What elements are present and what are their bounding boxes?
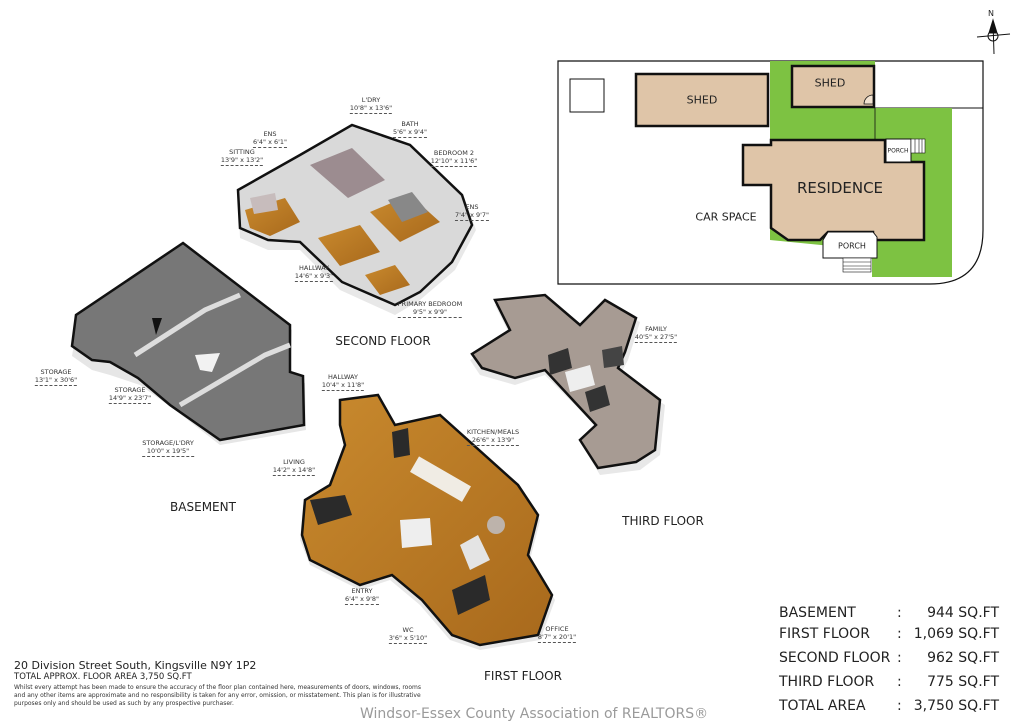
area-sep: : [897,605,902,621]
porch-front-label: PORCH [838,241,866,251]
area-label: FIRST FLOOR [779,626,870,642]
area-row-first: FIRST FLOOR:1,069 SQ.FT [779,626,999,646]
area-row-third: THIRD FLOOR: 775 SQ.FT [779,674,999,694]
area-sep: : [897,674,902,690]
area-label: THIRD FLOOR [779,674,875,690]
property-address: 20 Division Street South, Kingsville N9Y… [14,659,257,672]
area-label: BASEMENT [779,605,856,621]
first-floor-title: FIRST FLOOR [484,669,562,683]
total-floor-area: TOTAL APPROX. FLOOR AREA 3,750 SQ.FT [14,672,192,682]
car-space-label: CAR SPACE [695,210,757,224]
third-floor-title: THIRD FLOOR [622,514,704,528]
basement-plan [70,241,306,445]
shed-1 [634,72,770,128]
porch-side-label: PORCH [887,147,909,155]
compass-icon [976,18,1011,55]
area-label: SECOND FLOOR [779,650,891,666]
second-floor-title: SECOND FLOOR [335,334,431,348]
area-sep: : [897,698,902,714]
third-floor-plan [470,293,665,475]
area-sep: : [897,650,902,666]
area-sep: : [897,626,902,642]
area-row-second: SECOND FLOOR: 962 SQ.FT [779,650,999,670]
watermark: Windsor-Essex County Association of REAL… [360,706,709,722]
area-value: 3,750 SQ.FT [913,698,999,714]
first-floor-plan [300,393,555,650]
area-row-basement: BASEMENT: 944 SQ.FT [779,605,999,625]
area-value: 775 SQ.FT [927,674,999,690]
shed-2-label: SHED [814,76,846,90]
compass-north-label: N [988,9,994,18]
area-row-total: TOTAL AREA:3,750 SQ.FT [779,698,999,718]
area-value: 944 SQ.FT [927,605,999,621]
shed-2 [790,64,876,109]
area-value: 962 SQ.FT [927,650,999,666]
disclaimer: Whilst every attempt has been made to en… [14,684,421,707]
area-label: TOTAL AREA [779,698,866,714]
residence-label: RESIDENCE [796,179,884,197]
shed-1-label: SHED [686,93,718,107]
small-structure [569,78,605,113]
basement-title: BASEMENT [170,500,236,514]
area-value: 1,069 SQ.FT [913,626,999,642]
second-floor-plan [236,123,476,315]
